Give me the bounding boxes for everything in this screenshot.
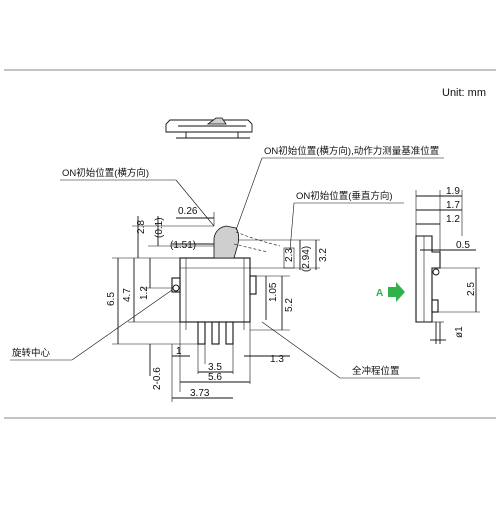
dim-0-26: 0.26 bbox=[178, 206, 198, 217]
callout-on-initial-vertical: ON初始位置(垂直方向) bbox=[296, 190, 393, 202]
main-view-dimension-lines bbox=[112, 212, 320, 402]
dim-phi1: ø1 bbox=[454, 326, 465, 338]
callout-rotation-center: 旋转中心 bbox=[12, 347, 51, 359]
dim-6-5: 6.5 bbox=[106, 292, 117, 306]
top-view bbox=[165, 117, 253, 139]
dim-2-8: 2.8 bbox=[136, 220, 147, 234]
callout-on-initial-horizontal-force: ON初始位置(横方向),动作力测量基准位置 bbox=[264, 145, 439, 157]
dim-3-2: 3.2 bbox=[318, 248, 329, 262]
direction-label-a: A bbox=[376, 288, 383, 299]
dim-0-1: (0.1) bbox=[154, 217, 165, 238]
dim-0-5: 0.5 bbox=[456, 240, 470, 251]
dim-1-05: 1.05 bbox=[268, 282, 279, 302]
dim-3-73: 3.73 bbox=[190, 388, 210, 399]
arrow-right-icon bbox=[388, 282, 405, 302]
dim-1: 1 bbox=[176, 346, 182, 357]
dim-3-5: 3.5 bbox=[208, 362, 222, 373]
dim-5-6: 5.6 bbox=[208, 372, 222, 383]
callout-leaders bbox=[10, 157, 444, 379]
dim-2-0-6: 2-0.6 bbox=[152, 367, 163, 390]
callout-full-travel: 全冲程位置 bbox=[352, 365, 400, 377]
callout-on-initial-horizontal: ON初始位置(横方向) bbox=[62, 167, 149, 179]
dim-2-94: (2.94) bbox=[301, 246, 312, 272]
dim-2-3: 2.3 bbox=[284, 248, 295, 262]
dim-2-5: 2.5 bbox=[466, 282, 477, 296]
actuator-lever bbox=[213, 225, 281, 259]
main-switch-body bbox=[171, 257, 257, 345]
right-side-view bbox=[415, 190, 480, 344]
dim-1-2-right: 1.2 bbox=[446, 214, 460, 225]
unit-label: Unit: mm bbox=[442, 87, 486, 99]
dim-1-9: 1.9 bbox=[446, 186, 460, 197]
rotation-center-marker bbox=[172, 284, 180, 292]
dim-1-51: (1.51) bbox=[170, 240, 196, 251]
dim-4-7: 4.7 bbox=[122, 288, 133, 302]
dim-5-2: 5.2 bbox=[284, 298, 295, 312]
dim-1-2-left: 1.2 bbox=[139, 286, 150, 300]
dim-1-3: 1.3 bbox=[270, 354, 284, 365]
dim-1-7: 1.7 bbox=[446, 200, 460, 211]
